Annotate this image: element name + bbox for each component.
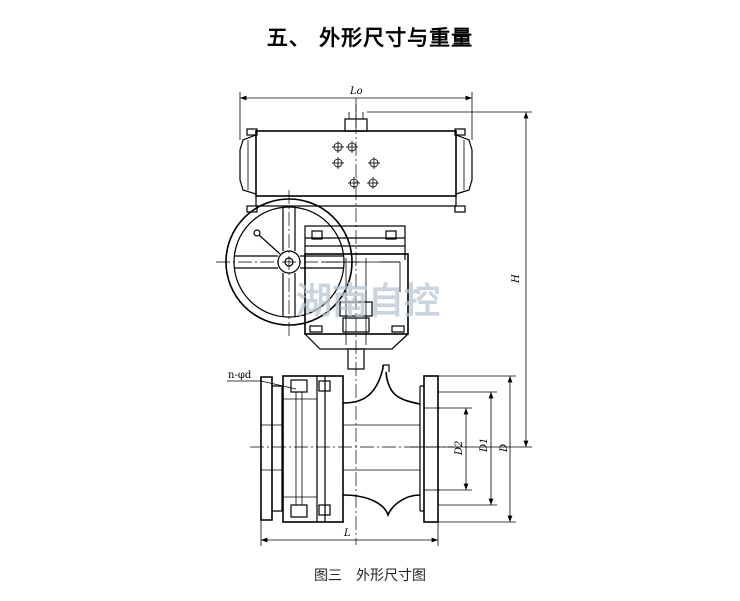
dim-label-d2: D2 <box>454 441 465 456</box>
valve-stem <box>347 348 365 370</box>
dim-label-bolt-holes: n-φd <box>228 370 252 381</box>
dim-label-d1: D1 <box>479 438 490 453</box>
section-title: 五、 外形尺寸与重量 <box>266 26 474 50</box>
dim-label-l: L <box>343 528 351 539</box>
figure-caption: 图三 外形尺寸图 <box>314 568 426 584</box>
dim-label-h: H <box>511 274 522 284</box>
dimension-lines <box>227 92 532 546</box>
gearbox-bracket <box>304 225 409 350</box>
watermark: 湖南自控 <box>296 281 440 322</box>
handwheel <box>216 190 360 336</box>
pneumatic-actuator <box>239 104 473 213</box>
dim-label-lo: Lo <box>349 86 363 97</box>
valve-body <box>250 364 455 523</box>
dim-label-d: D <box>499 444 510 453</box>
